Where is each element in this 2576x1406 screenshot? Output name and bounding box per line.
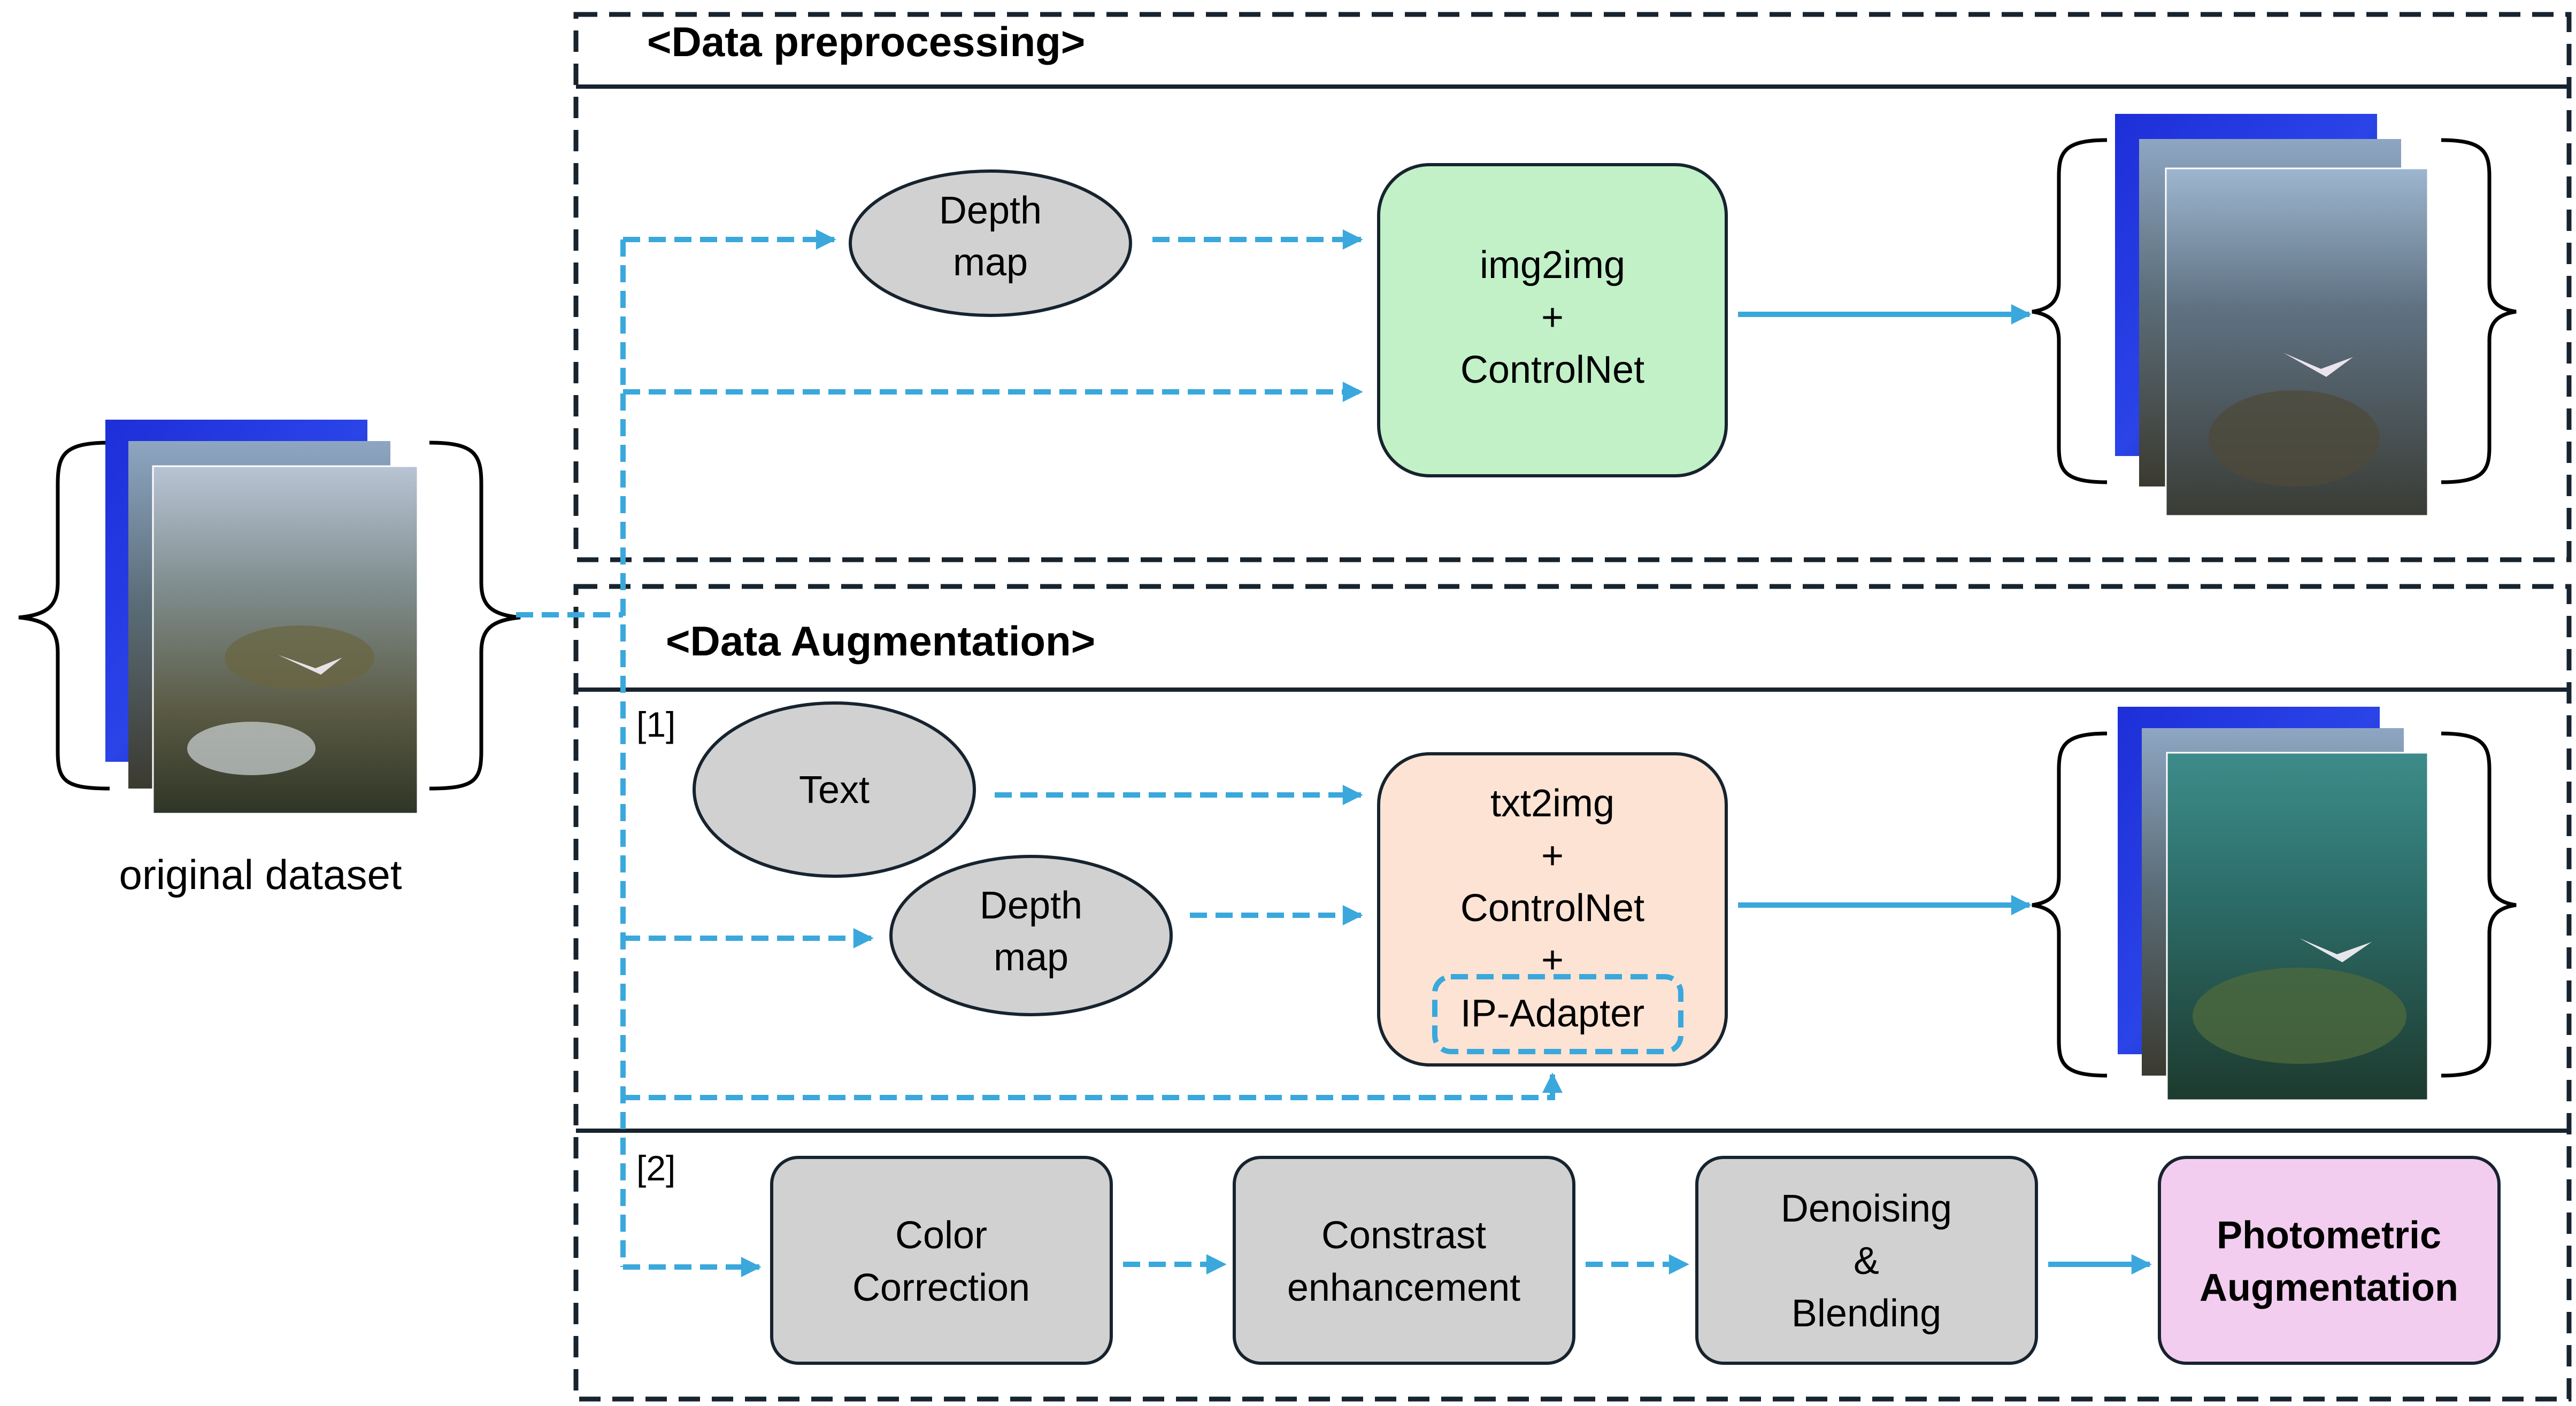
svg-text:+: + bbox=[1541, 296, 1564, 339]
augmentation-title: <Data Augmentation> bbox=[666, 617, 1095, 665]
preprocessing-title: <Data preprocessing> bbox=[647, 18, 1085, 65]
svg-text:Depth: Depth bbox=[939, 189, 1042, 232]
svg-text:Color: Color bbox=[895, 1214, 987, 1257]
svg-text:Text: Text bbox=[799, 769, 870, 812]
img2img-controlnet-node: img2img + ControlNet bbox=[1377, 163, 1728, 477]
svg-text:map: map bbox=[994, 936, 1068, 979]
dataset-image-stack bbox=[105, 420, 419, 815]
svg-text:IP-Adapter: IP-Adapter bbox=[1460, 992, 1644, 1035]
augmentation-depth-map-node: Depth map bbox=[889, 855, 1173, 1016]
preprocessing-depth-map-node: Depth map bbox=[849, 169, 1132, 317]
contrast-enhancement-node: Constrast enhancement bbox=[1233, 1156, 1575, 1365]
svg-text:Augmentation: Augmentation bbox=[2200, 1266, 2458, 1309]
svg-text:img2img: img2img bbox=[1480, 244, 1625, 287]
svg-text:txt2img: txt2img bbox=[1490, 782, 1614, 825]
section-label-1: [1] bbox=[636, 705, 675, 744]
svg-text:ControlNet: ControlNet bbox=[1460, 349, 1644, 391]
original-dataset: original dataset bbox=[18, 420, 521, 898]
preprocessing-panel: <Data preprocessing> bbox=[573, 12, 2572, 562]
txt2img-controlnet-ip-adapter-node: txt2img + ControlNet + IP-Adapter bbox=[1377, 752, 1728, 1067]
svg-text:Correction: Correction bbox=[852, 1266, 1030, 1309]
ip-adapter-box bbox=[1432, 974, 1683, 1054]
svg-text:Photometric: Photometric bbox=[2217, 1214, 2441, 1257]
augmented-image-stack bbox=[2032, 707, 2517, 1101]
svg-text:map: map bbox=[953, 241, 1028, 284]
left-brace bbox=[18, 441, 110, 791]
original-dataset-caption: original dataset bbox=[119, 851, 402, 898]
photometric-augmentation-node: Photometric Augmentation bbox=[2158, 1156, 2501, 1365]
denoising-blending-node: Denoising & Blending bbox=[1695, 1156, 2038, 1365]
section-label-2: [2] bbox=[636, 1148, 675, 1188]
right-brace bbox=[429, 441, 521, 791]
text-prompt-node: Text bbox=[693, 701, 976, 878]
connectors bbox=[516, 229, 2152, 1277]
arrow-to-ip-adapter bbox=[623, 1072, 1563, 1100]
svg-text:Constrast: Constrast bbox=[1321, 1214, 1486, 1257]
color-correction-node: Color Correction bbox=[770, 1156, 1113, 1365]
svg-text:Blending: Blending bbox=[1791, 1292, 1941, 1335]
augmentation-panel: <Data Augmentation> [1] [2] bbox=[573, 584, 2572, 1402]
svg-text:Depth: Depth bbox=[980, 884, 1082, 927]
svg-text:+: + bbox=[1541, 835, 1564, 877]
svg-text:Denoising: Denoising bbox=[1781, 1187, 1952, 1230]
svg-text:enhancement: enhancement bbox=[1287, 1266, 1520, 1309]
svg-text:&: & bbox=[1854, 1240, 1879, 1283]
svg-text:ControlNet: ControlNet bbox=[1460, 887, 1644, 930]
preprocessed-image-stack bbox=[2032, 114, 2517, 517]
